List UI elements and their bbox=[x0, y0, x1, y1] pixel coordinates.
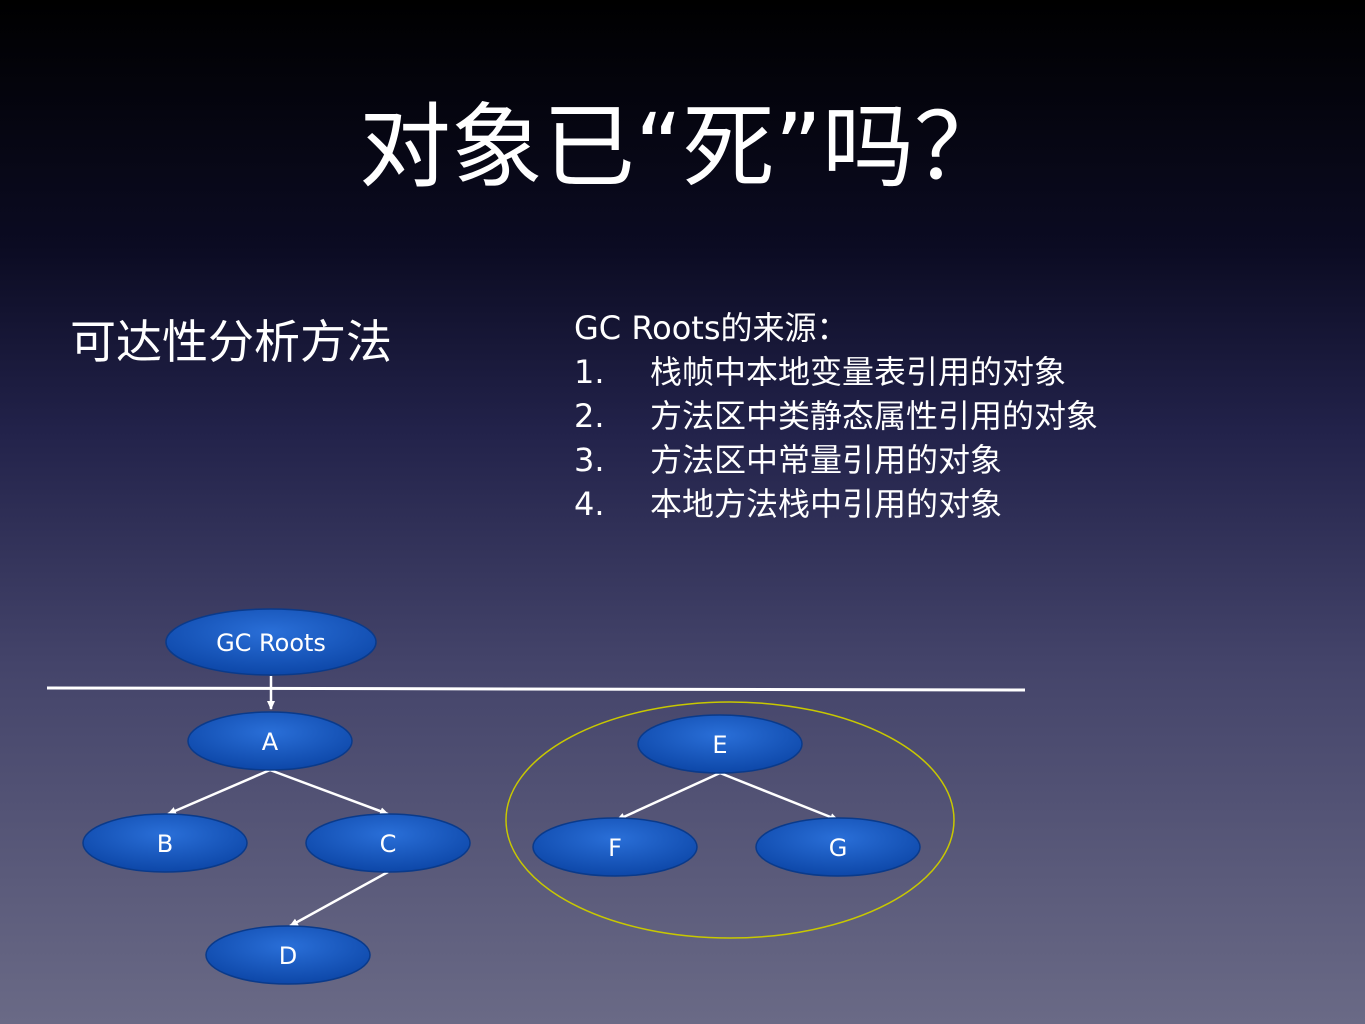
edge-e-g bbox=[719, 771, 839, 822]
node-e: E bbox=[637, 714, 803, 774]
gc-roots-sources: GC Roots的来源： 1. 栈帧中本地变量表引用的对象 2. 方法区中类静态属性… bbox=[574, 306, 1098, 526]
source-item-text: 本地方法栈中引用的对象 bbox=[650, 485, 1003, 523]
node-label: B bbox=[157, 830, 173, 858]
node-label: GC Roots bbox=[216, 629, 326, 657]
edge-c-d bbox=[289, 870, 389, 928]
node-a: A bbox=[187, 711, 353, 771]
source-item-number: 1. bbox=[574, 353, 605, 391]
node-label: F bbox=[608, 834, 622, 862]
node-d: D bbox=[205, 925, 371, 985]
edge-a-c bbox=[269, 768, 389, 816]
roots-divider-line bbox=[46, 686, 1026, 692]
source-item-number: 4. bbox=[574, 485, 605, 523]
node-label: A bbox=[262, 728, 279, 756]
node-g: G bbox=[755, 817, 921, 877]
source-item-number: 3. bbox=[574, 441, 605, 479]
node-label: E bbox=[712, 731, 727, 759]
unreachable-group-ring bbox=[505, 701, 955, 939]
source-item: 2. 方法区中类静态属性引用的对象 bbox=[574, 394, 1098, 438]
source-item-text: 栈帧中本地变量表引用的对象 bbox=[650, 353, 1067, 391]
source-item: 3. 方法区中常量引用的对象 bbox=[574, 438, 1098, 482]
node-gc-roots: GC Roots bbox=[165, 608, 377, 676]
node-c: C bbox=[305, 813, 471, 873]
node-b: B bbox=[82, 813, 248, 873]
edge-e-f bbox=[616, 771, 721, 822]
source-item: 4. 本地方法栈中引用的对象 bbox=[574, 482, 1098, 526]
source-item-text: 方法区中常量引用的对象 bbox=[650, 441, 1003, 479]
source-item-number: 2. bbox=[574, 397, 605, 435]
sources-heading: GC Roots的来源： bbox=[574, 309, 849, 347]
node-label: G bbox=[829, 834, 848, 862]
source-item: 1. 栈帧中本地变量表引用的对象 bbox=[574, 350, 1098, 394]
edge-a-b bbox=[167, 768, 271, 816]
node-label: C bbox=[380, 830, 397, 858]
node-f: F bbox=[532, 817, 698, 877]
method-label: 可达性分析方法 bbox=[70, 315, 392, 369]
node-label: D bbox=[279, 942, 297, 970]
source-item-text: 方法区中类静态属性引用的对象 bbox=[650, 397, 1099, 435]
slide-title: 对象已“死”吗？ bbox=[358, 94, 1007, 201]
